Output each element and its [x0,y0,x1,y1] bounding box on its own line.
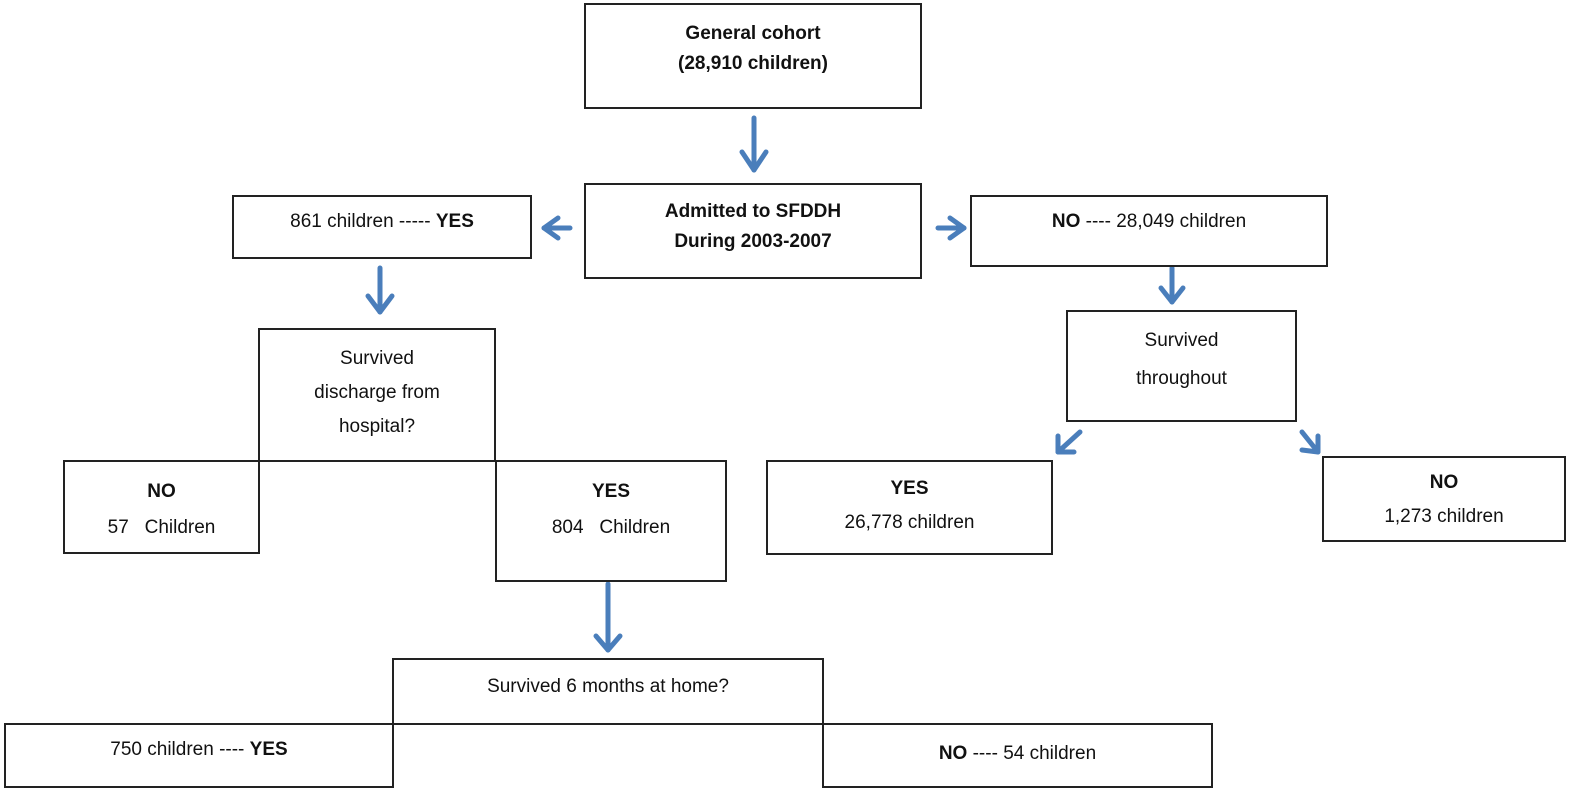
arrow-admitted-to-yes [541,215,573,241]
arrow-discharge-yes-to-home [593,581,623,653]
discharge-line2: discharge from [314,382,440,403]
arrow-no-to-throughout [1158,265,1186,305]
node-survived-throughout: Survived throughout [1066,310,1297,422]
throughout-yes-label: YES [890,478,929,499]
admitted-no-label: NO [1051,211,1081,232]
node-general-cohort: General cohort (28,910 children) [584,3,922,109]
throughout-line2: throughout [1136,368,1227,389]
throughout-line1: Survived [1144,330,1219,351]
survived-home-text: Survived 6 months at home? [487,676,729,697]
discharge-yes-count: 804 Children [551,517,671,538]
throughout-no-count: 1,273 children [1384,506,1504,527]
discharge-yes-label: YES [591,481,631,502]
home-yes-label: YES [249,739,288,760]
admitted-yes-label: YES [435,211,474,232]
node-throughout-no: NO 1,273 children [1322,456,1566,542]
node-throughout-yes: YES 26,778 children [766,460,1053,555]
node-survived-discharge: Survived discharge from hospital? [258,328,496,462]
node-admitted-yes: 861 children ----- YES [232,195,532,259]
general-line2: (28,910 children) [678,53,828,74]
home-yes-count: 750 children ---- [110,739,245,760]
throughout-no-label: NO [1429,472,1459,493]
node-admitted-no: NO ---- 28,049 children [970,195,1328,267]
home-no-label: NO [938,743,968,764]
admitted-yes-count: 861 children ----- [290,211,431,232]
discharge-line3: hospital? [338,416,416,437]
admitted-line2: During 2003-2007 [674,231,832,252]
arrow-general-to-admitted [739,115,769,173]
discharge-no-count: 57 Children [107,517,216,538]
node-discharge-yes: YES 804 Children [495,460,727,582]
arrow-yes-to-discharge [365,265,395,315]
node-admitted: Admitted to SFDDH During 2003-2007 [584,183,922,279]
node-discharge-no: NO 57 Children [63,460,260,554]
arrow-admitted-to-no [935,215,967,241]
arrow-throughout-to-yes [1055,429,1083,455]
node-home-no: NO ---- 54 children [822,723,1213,788]
throughout-yes-count: 26,778 children [844,512,975,533]
admitted-no-count: ---- 28,049 children [1085,211,1247,232]
admitted-line1: Admitted to SFDDH [664,201,842,222]
general-line1: General cohort [685,23,821,44]
node-home-yes: 750 children ---- YES [4,723,394,788]
node-survived-home: Survived 6 months at home? [392,658,824,725]
home-no-count: ---- 54 children [972,743,1097,764]
discharge-line1: Survived [340,348,414,369]
discharge-no-label: NO [147,481,176,502]
arrow-throughout-to-no [1299,429,1321,455]
